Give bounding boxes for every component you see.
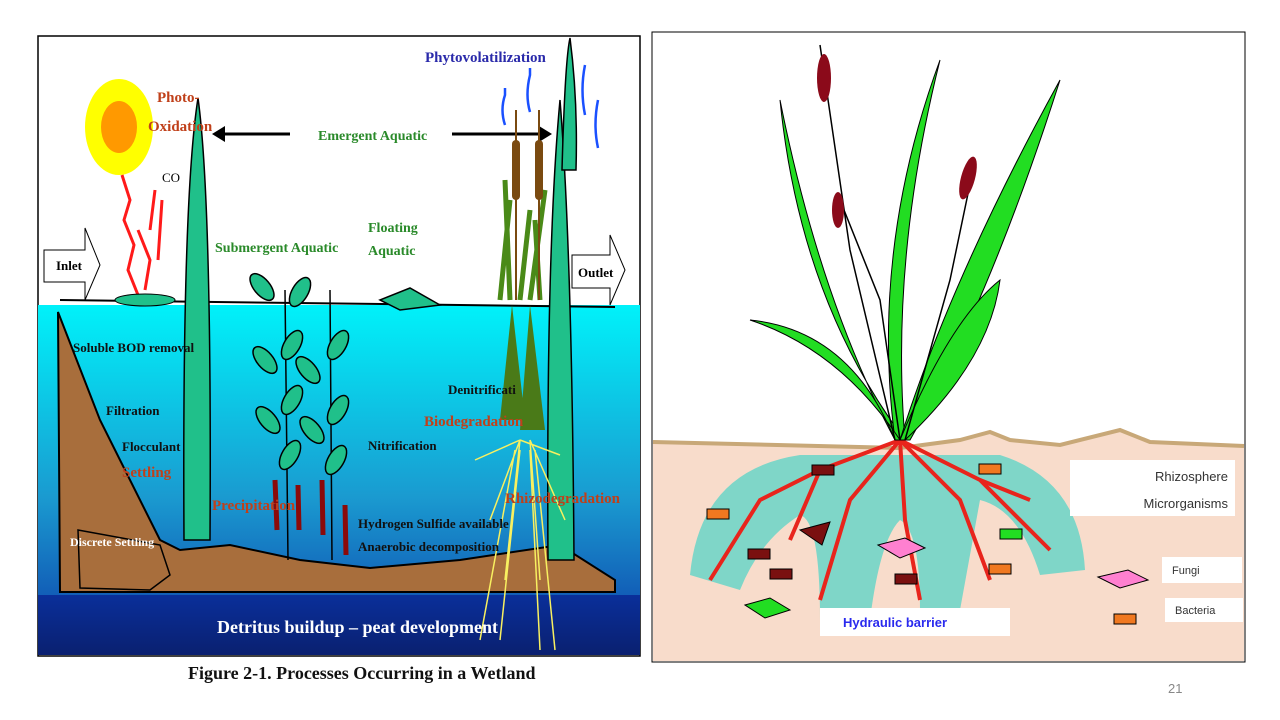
wetland-processes-figure: Phytovolatilization Photo- Oxidation CO …	[37, 35, 641, 683]
label-anaerobic: Anaerobic decomposition	[358, 539, 500, 554]
sunlight-arrows	[120, 174, 152, 301]
label-filtration: Filtration	[106, 403, 160, 418]
label-rhizosphere: Rhizosphere	[1155, 469, 1228, 484]
label-outlet: Outlet	[578, 265, 614, 280]
label-denitrification: Denitrificati	[448, 382, 516, 397]
label-phytovolatilization: Phytovolatilization	[425, 50, 546, 66]
label-settling: Settling	[122, 465, 172, 481]
label-co: CO	[162, 170, 180, 185]
label-floating: Floating	[368, 221, 418, 236]
plant-leaves	[749, 44, 1061, 441]
label-photo: Photo-	[157, 90, 200, 106]
cattail-plants	[497, 110, 548, 430]
label-detritus: Detritus buildup – peat development	[217, 617, 498, 637]
inlet-arrow-icon	[43, 227, 101, 301]
settled-rock	[77, 529, 171, 591]
volatilization-arrows-icon	[501, 64, 600, 149]
label-fungi: Fungi	[1172, 565, 1200, 577]
emergent-plant	[547, 99, 575, 561]
submergent-plants	[249, 272, 443, 561]
sun-icon	[85, 79, 153, 175]
fungi-icons	[743, 521, 1150, 619]
root-zone	[690, 455, 1085, 620]
roots	[708, 438, 1052, 601]
label-bacteria: Bacteria	[1175, 605, 1216, 617]
label-soluble-bod: Soluble BOD removal	[73, 340, 194, 355]
rhizosphere-figure: Rhizosphere Microrganisms Fungi Bacteria…	[651, 31, 1246, 663]
label-flocculant: Flocculant	[122, 439, 181, 454]
bacteria-icons	[706, 463, 1137, 625]
label-discrete-settling: Discrete Settling	[70, 535, 154, 549]
outlet-arrow-icon	[571, 234, 626, 306]
label-floating-aquatic: Aquatic	[368, 244, 415, 259]
label-microorganisms: Microrganisms	[1143, 496, 1228, 511]
figure-caption: Figure 2-1. Processes Occurring in a Wet…	[188, 663, 535, 683]
floating-leaf	[114, 293, 176, 307]
label-oxidation: Oxidation	[148, 119, 213, 135]
rhizosphere-label-box	[1070, 460, 1235, 516]
emergent-plant	[183, 97, 211, 541]
label-nitrification: Nitrification	[368, 438, 437, 453]
root-arrows	[474, 439, 566, 651]
label-precipitation: Precipitation	[212, 498, 296, 514]
label-inlet: Inlet	[56, 258, 83, 273]
label-rhizodegradation: Rhizodegradation	[505, 491, 621, 507]
label-emergent: Emergent Aquatic	[318, 129, 427, 144]
slide-number: 21	[1168, 681, 1182, 696]
precipitation-arrows	[272, 479, 349, 556]
label-hydrogen-sulfide: Hydrogen Sulfide available	[358, 516, 509, 531]
label-submergent: Submergent Aquatic	[215, 241, 338, 256]
label-hydraulic-barrier: Hydraulic barrier	[843, 615, 947, 630]
label-biodegradation: Biodegradation	[424, 414, 524, 430]
